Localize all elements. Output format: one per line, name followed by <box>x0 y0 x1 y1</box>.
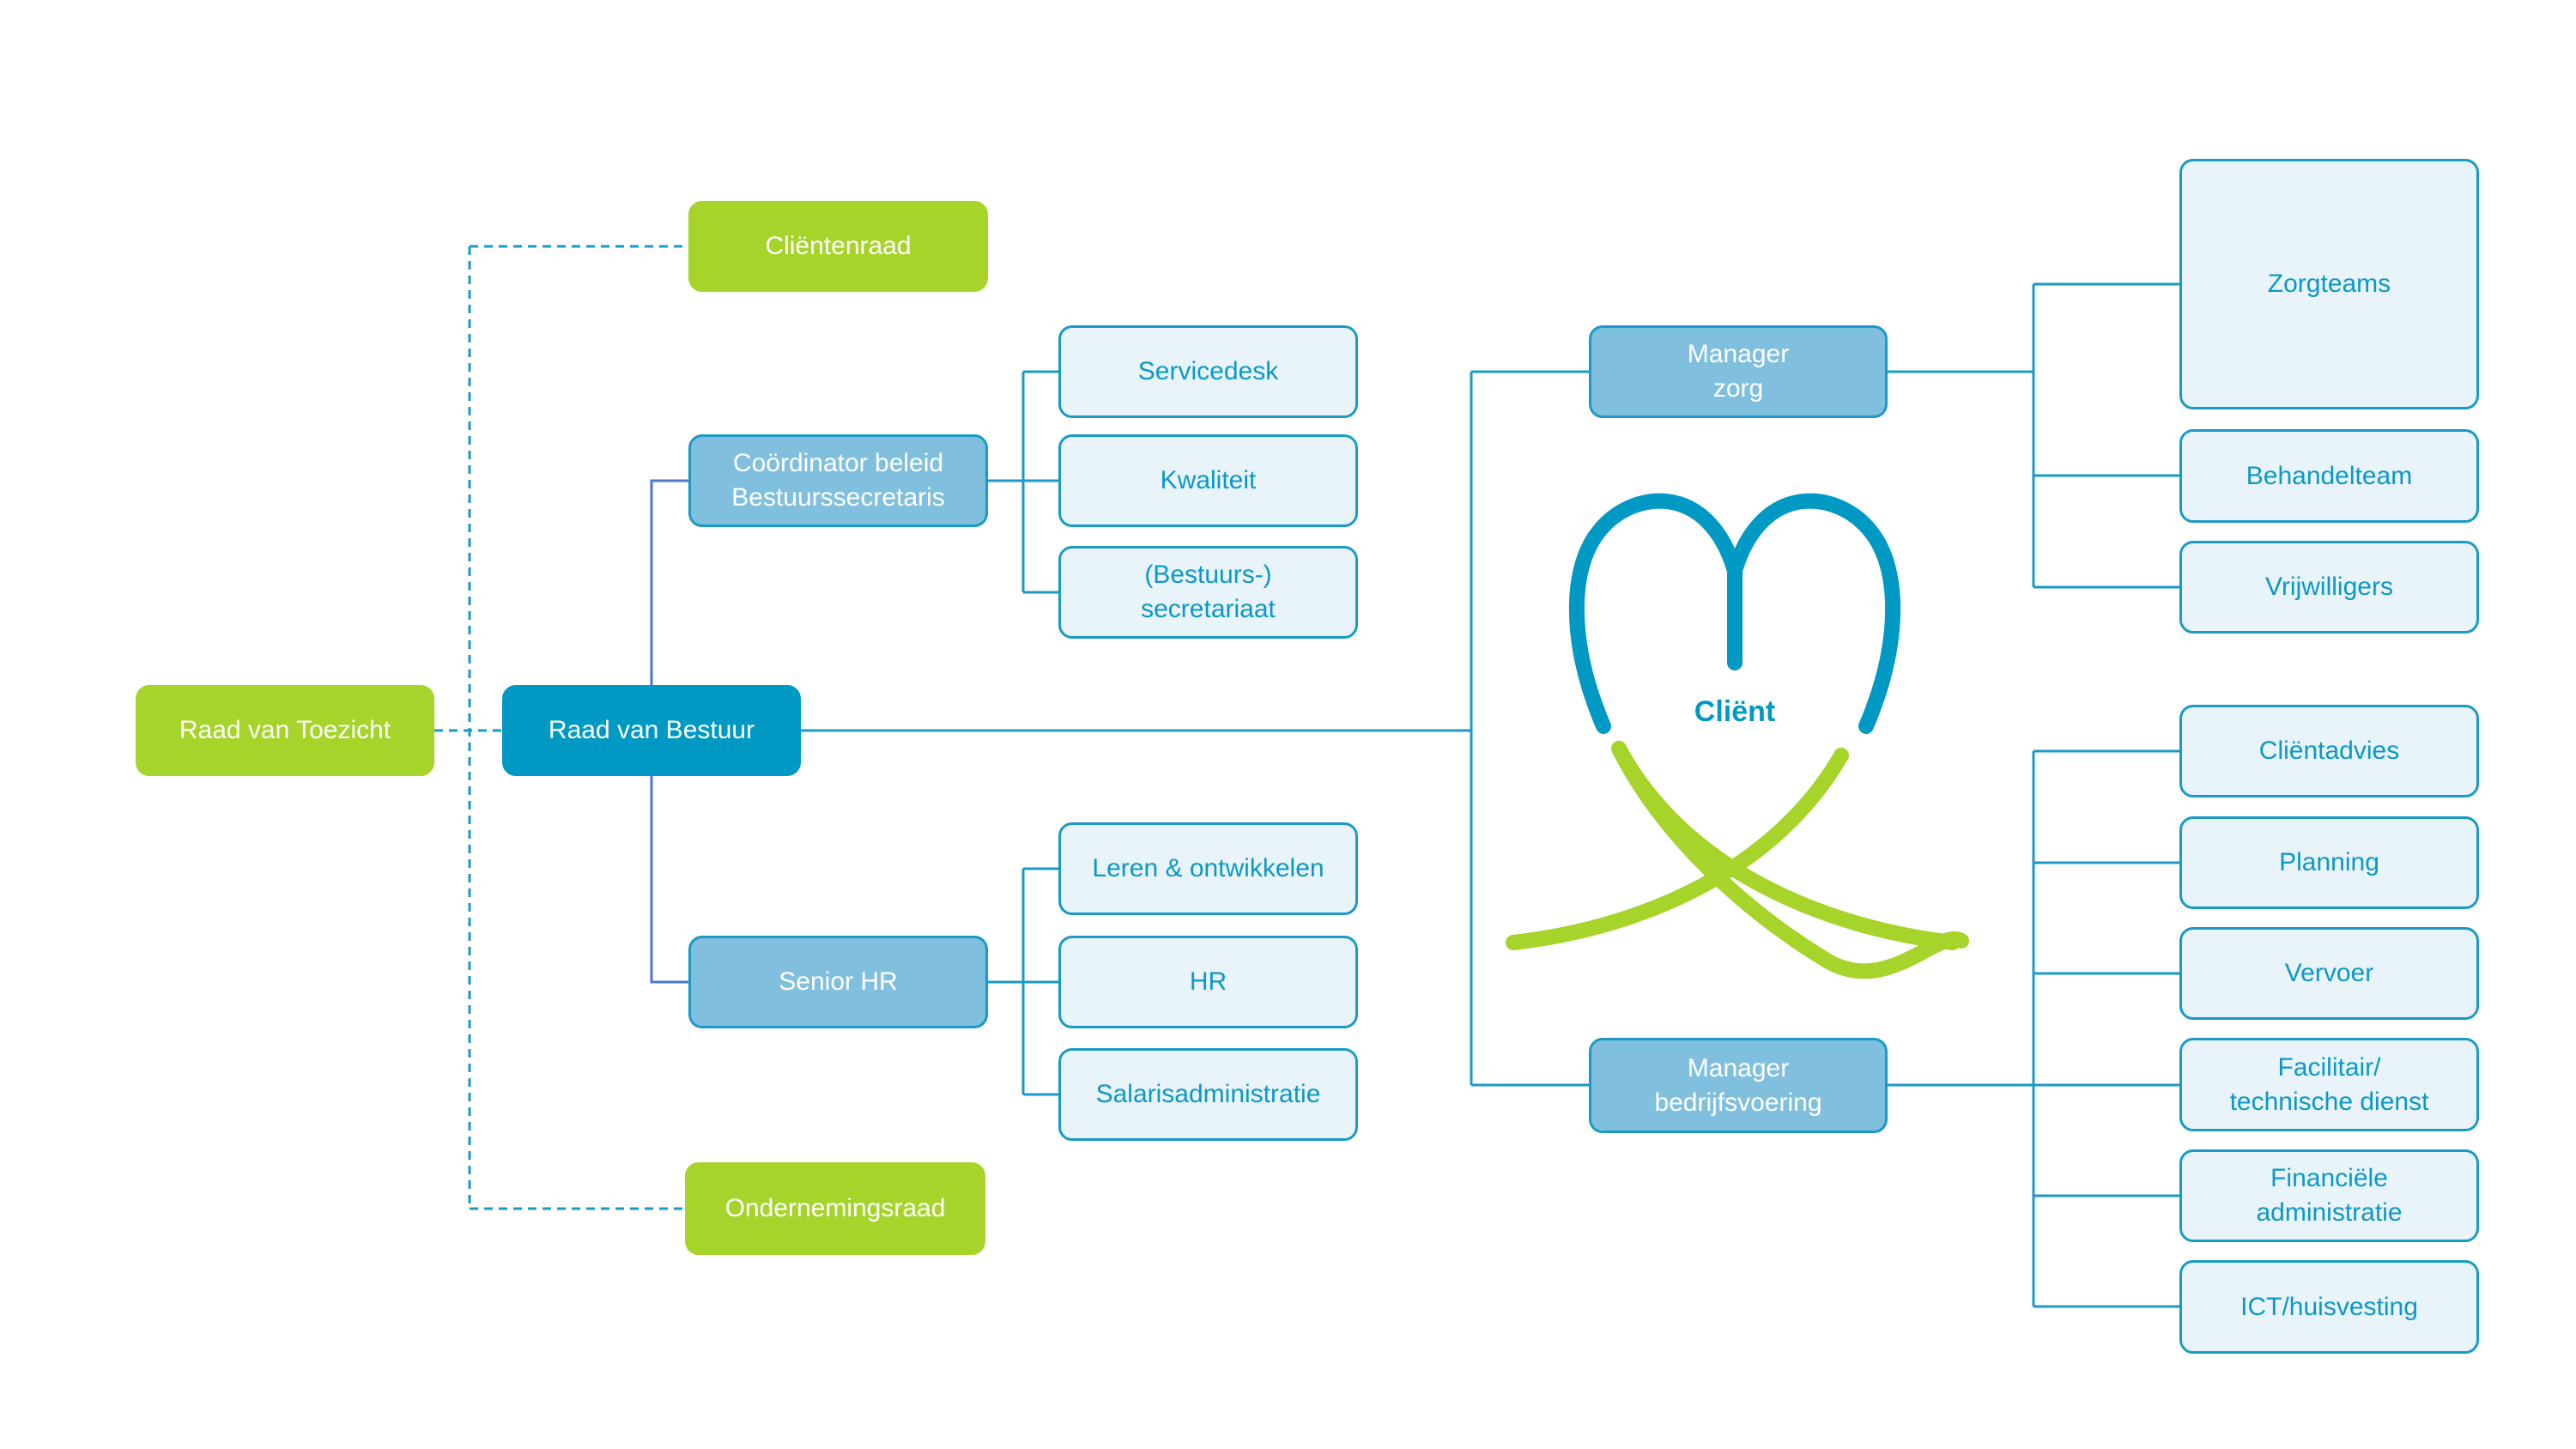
box-zorgteams[interactable]: Zorgteams <box>2179 159 2479 409</box>
box-vervoer[interactable]: Vervoer <box>2179 927 2479 1020</box>
box-financiele-administratie[interactable]: Financiële administratie <box>2179 1149 2479 1242</box>
box-leren-ontwikkelen[interactable]: Leren & ontwikkelen <box>1058 822 1358 915</box>
box-clientenraad[interactable]: Cliëntenraad <box>688 201 988 292</box>
box-senior-hr[interactable]: Senior HR <box>688 936 988 1028</box>
connector-bestuur-staff <box>650 479 688 984</box>
box-coordinator-beleid[interactable]: Coördinator beleid Bestuurssecretaris <box>688 434 988 527</box>
box-manager-bedrijfsvoering[interactable]: Manager bedrijfsvoering <box>1589 1038 1888 1133</box>
box-behandelteam[interactable]: Behandelteam <box>2179 429 2479 523</box>
box-planning[interactable]: Planning <box>2179 816 2479 909</box>
box-manager-zorg[interactable]: Manager zorg <box>1589 325 1888 418</box>
box-clientadvies[interactable]: Cliëntadvies <box>2179 705 2479 797</box>
connector-bedrijf-children <box>1888 749 2179 1308</box>
connector-zorg-children <box>1888 282 2179 589</box>
box-raad-van-toezicht[interactable]: Raad van Toezicht <box>136 685 434 776</box>
box-servicedesk[interactable]: Servicedesk <box>1058 325 1358 418</box>
connector-coordinator-children <box>988 370 1058 594</box>
box-bestuurssecretariaat[interactable]: (Bestuurs-) secretariaat <box>1058 546 1358 639</box>
box-vrijwilligers[interactable]: Vrijwilligers <box>2179 541 2479 634</box>
connector-bestuur-managers <box>801 370 1589 1087</box>
box-raad-van-bestuur[interactable]: Raad van Bestuur <box>502 685 801 776</box>
box-hr[interactable]: HR <box>1058 936 1358 1028</box>
box-salarisadministratie[interactable]: Salarisadministratie <box>1058 1048 1358 1141</box>
box-ict-huisvesting[interactable]: ICT/huisvesting <box>2179 1260 2479 1354</box>
box-ondernemingsraad[interactable]: Ondernemingsraad <box>685 1162 985 1255</box>
box-kwaliteit[interactable]: Kwaliteit <box>1058 434 1358 527</box>
client-label: Cliënt <box>1694 695 1776 728</box>
box-facilitair[interactable]: Facilitair/ technische dienst <box>2179 1038 2479 1131</box>
connector-seniorhr-children <box>988 867 1058 1096</box>
